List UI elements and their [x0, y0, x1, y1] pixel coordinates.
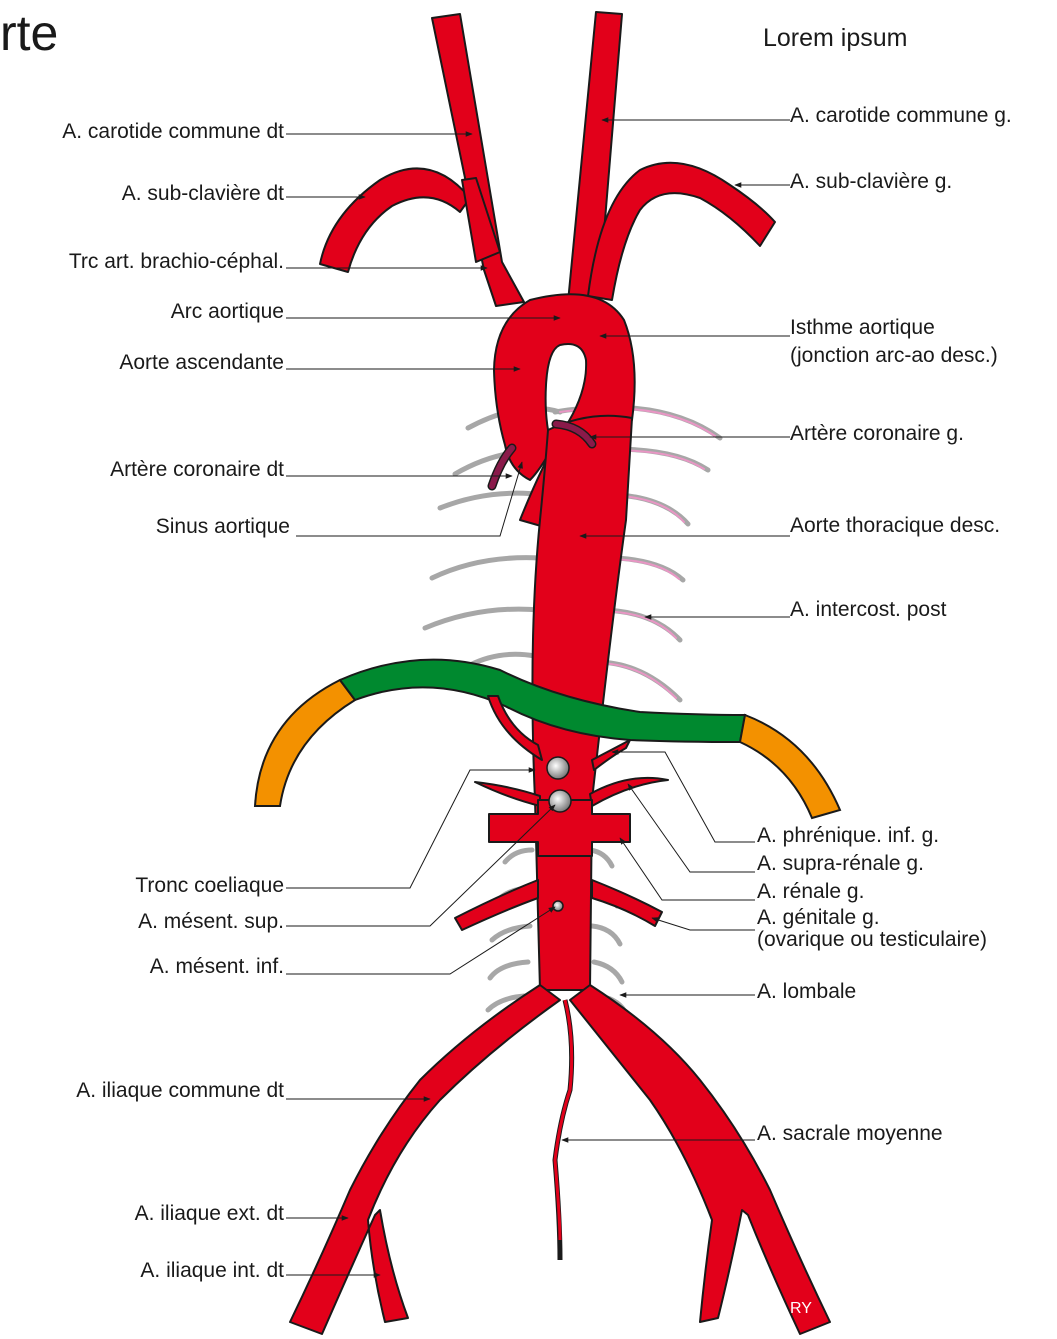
left-iliac — [570, 985, 830, 1334]
coeliac-ostium — [547, 757, 569, 779]
left-labels: A. carotide commune dt A. sub-clavière d… — [62, 120, 290, 1282]
supra-renal-left — [590, 778, 668, 806]
label-ascendante: Aorte ascendante — [119, 351, 284, 374]
label-mesent-sup: A. mésent. sup. — [138, 910, 284, 933]
label-arc: Arc aortique — [171, 300, 284, 323]
ima-ostium — [553, 901, 563, 911]
label-iliaque-commune: A. iliaque commune dt — [76, 1079, 284, 1102]
label-supra-renale: A. supra-rénale g. — [757, 852, 924, 875]
label-intercost: A. intercost. post — [790, 598, 947, 621]
label-coronaire-g: Artère coronaire g. — [790, 422, 964, 445]
label-iliaque-ext: A. iliaque ext. dt — [135, 1202, 285, 1225]
label-iliaque-int: A. iliaque int. dt — [140, 1259, 284, 1282]
author-signature: RY — [790, 1300, 812, 1317]
label-isthme-1: Isthme aortique — [790, 316, 935, 339]
label-phrenique: A. phrénique. inf. g. — [757, 824, 939, 847]
label-mesent-inf: A. mésent. inf. — [150, 955, 284, 978]
label-coronaire-dt: Artère coronaire dt — [110, 458, 284, 481]
label-coeliaque: Tronc coeliaque — [135, 874, 284, 897]
right-subclavian — [320, 168, 470, 272]
middle-sacral — [555, 1000, 572, 1260]
label-subclaviere-g: A. sub-clavière g. — [790, 170, 952, 193]
sma-ostium — [549, 790, 571, 812]
label-carotide-dt: A. carotide commune dt — [62, 120, 284, 143]
label-genitale-1: A. génitale g. — [757, 906, 880, 929]
right-iliac — [290, 985, 560, 1334]
label-lombale: A. lombale — [757, 980, 856, 1003]
label-carotide-g: A. carotide commune g. — [790, 104, 1012, 127]
label-brachio: Trc art. brachio-céphal. — [69, 250, 284, 273]
label-genitale-2: (ovarique ou testiculaire) — [757, 928, 987, 951]
supra-renal-right — [475, 782, 540, 806]
supra-aortic-vessels — [320, 12, 775, 306]
label-sacrale: A. sacrale moyenne — [757, 1122, 943, 1145]
left-subclavian — [588, 163, 775, 300]
iliac-arteries — [290, 985, 830, 1334]
genital-left — [592, 880, 662, 926]
right-labels: A. carotide commune g. A. sub-clavière g… — [757, 104, 1012, 1145]
label-sinus: Sinus aortique — [156, 515, 290, 538]
page-title: rte — [0, 5, 58, 61]
genital-right — [455, 880, 538, 930]
label-subclaviere-dt: A. sub-clavière dt — [122, 182, 284, 205]
subtitle: Lorem ipsum — [763, 24, 908, 52]
label-thoracique: Aorte thoracique desc. — [790, 514, 1000, 537]
label-renale: A. rénale g. — [757, 880, 864, 903]
label-isthme-2: (jonction arc-ao desc.) — [790, 344, 998, 367]
